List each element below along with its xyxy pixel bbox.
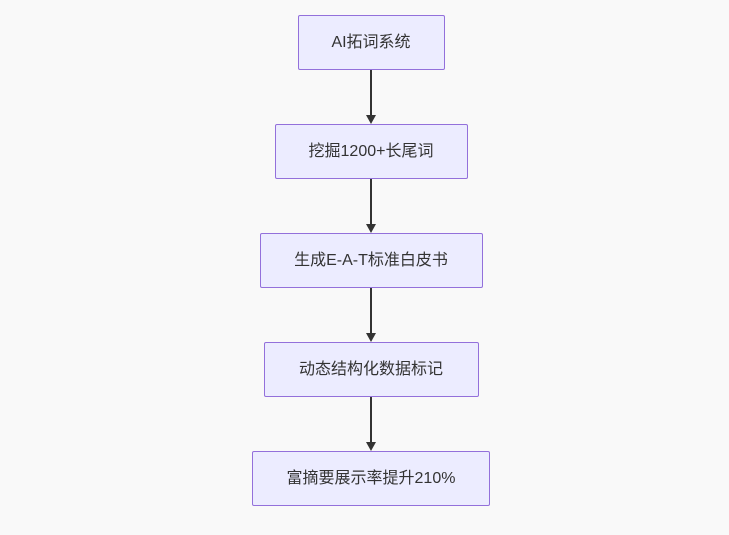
flow-node-rich-snippet-result: 富摘要展示率提升210%: [252, 451, 490, 506]
node-label: 动态结构化数据标记: [298, 360, 443, 378]
edge-line: [370, 70, 372, 116]
edge-line: [370, 288, 372, 334]
flow-node-longtail-mining: 挖掘1200+长尾词: [274, 124, 468, 179]
node-label: AI拓词系统: [331, 33, 411, 51]
flow-edge-2: [366, 179, 376, 233]
arrowhead-down-icon: [366, 224, 376, 233]
node-label: 富摘要展示率提升210%: [286, 469, 456, 487]
edge-line: [370, 397, 372, 443]
flow-edge-1: [366, 70, 376, 124]
flow-edge-3: [366, 288, 376, 342]
node-label: 生成E-A-T标准白皮书: [294, 251, 448, 269]
arrowhead-down-icon: [366, 115, 376, 124]
flow-edge-4: [366, 397, 376, 451]
flowchart-canvas: AI拓词系统 挖掘1200+长尾词 生成E-A-T标准白皮书 动态结构化数据标记…: [252, 15, 490, 506]
arrowhead-down-icon: [366, 333, 376, 342]
arrowhead-down-icon: [366, 442, 376, 451]
flow-node-eat-whitepaper: 生成E-A-T标准白皮书: [259, 233, 483, 288]
flow-node-ai-keyword-system: AI拓词系统: [297, 15, 445, 70]
node-label: 挖掘1200+长尾词: [308, 142, 434, 160]
edge-line: [370, 179, 372, 225]
flow-node-structured-data-markup: 动态结构化数据标记: [263, 342, 479, 397]
